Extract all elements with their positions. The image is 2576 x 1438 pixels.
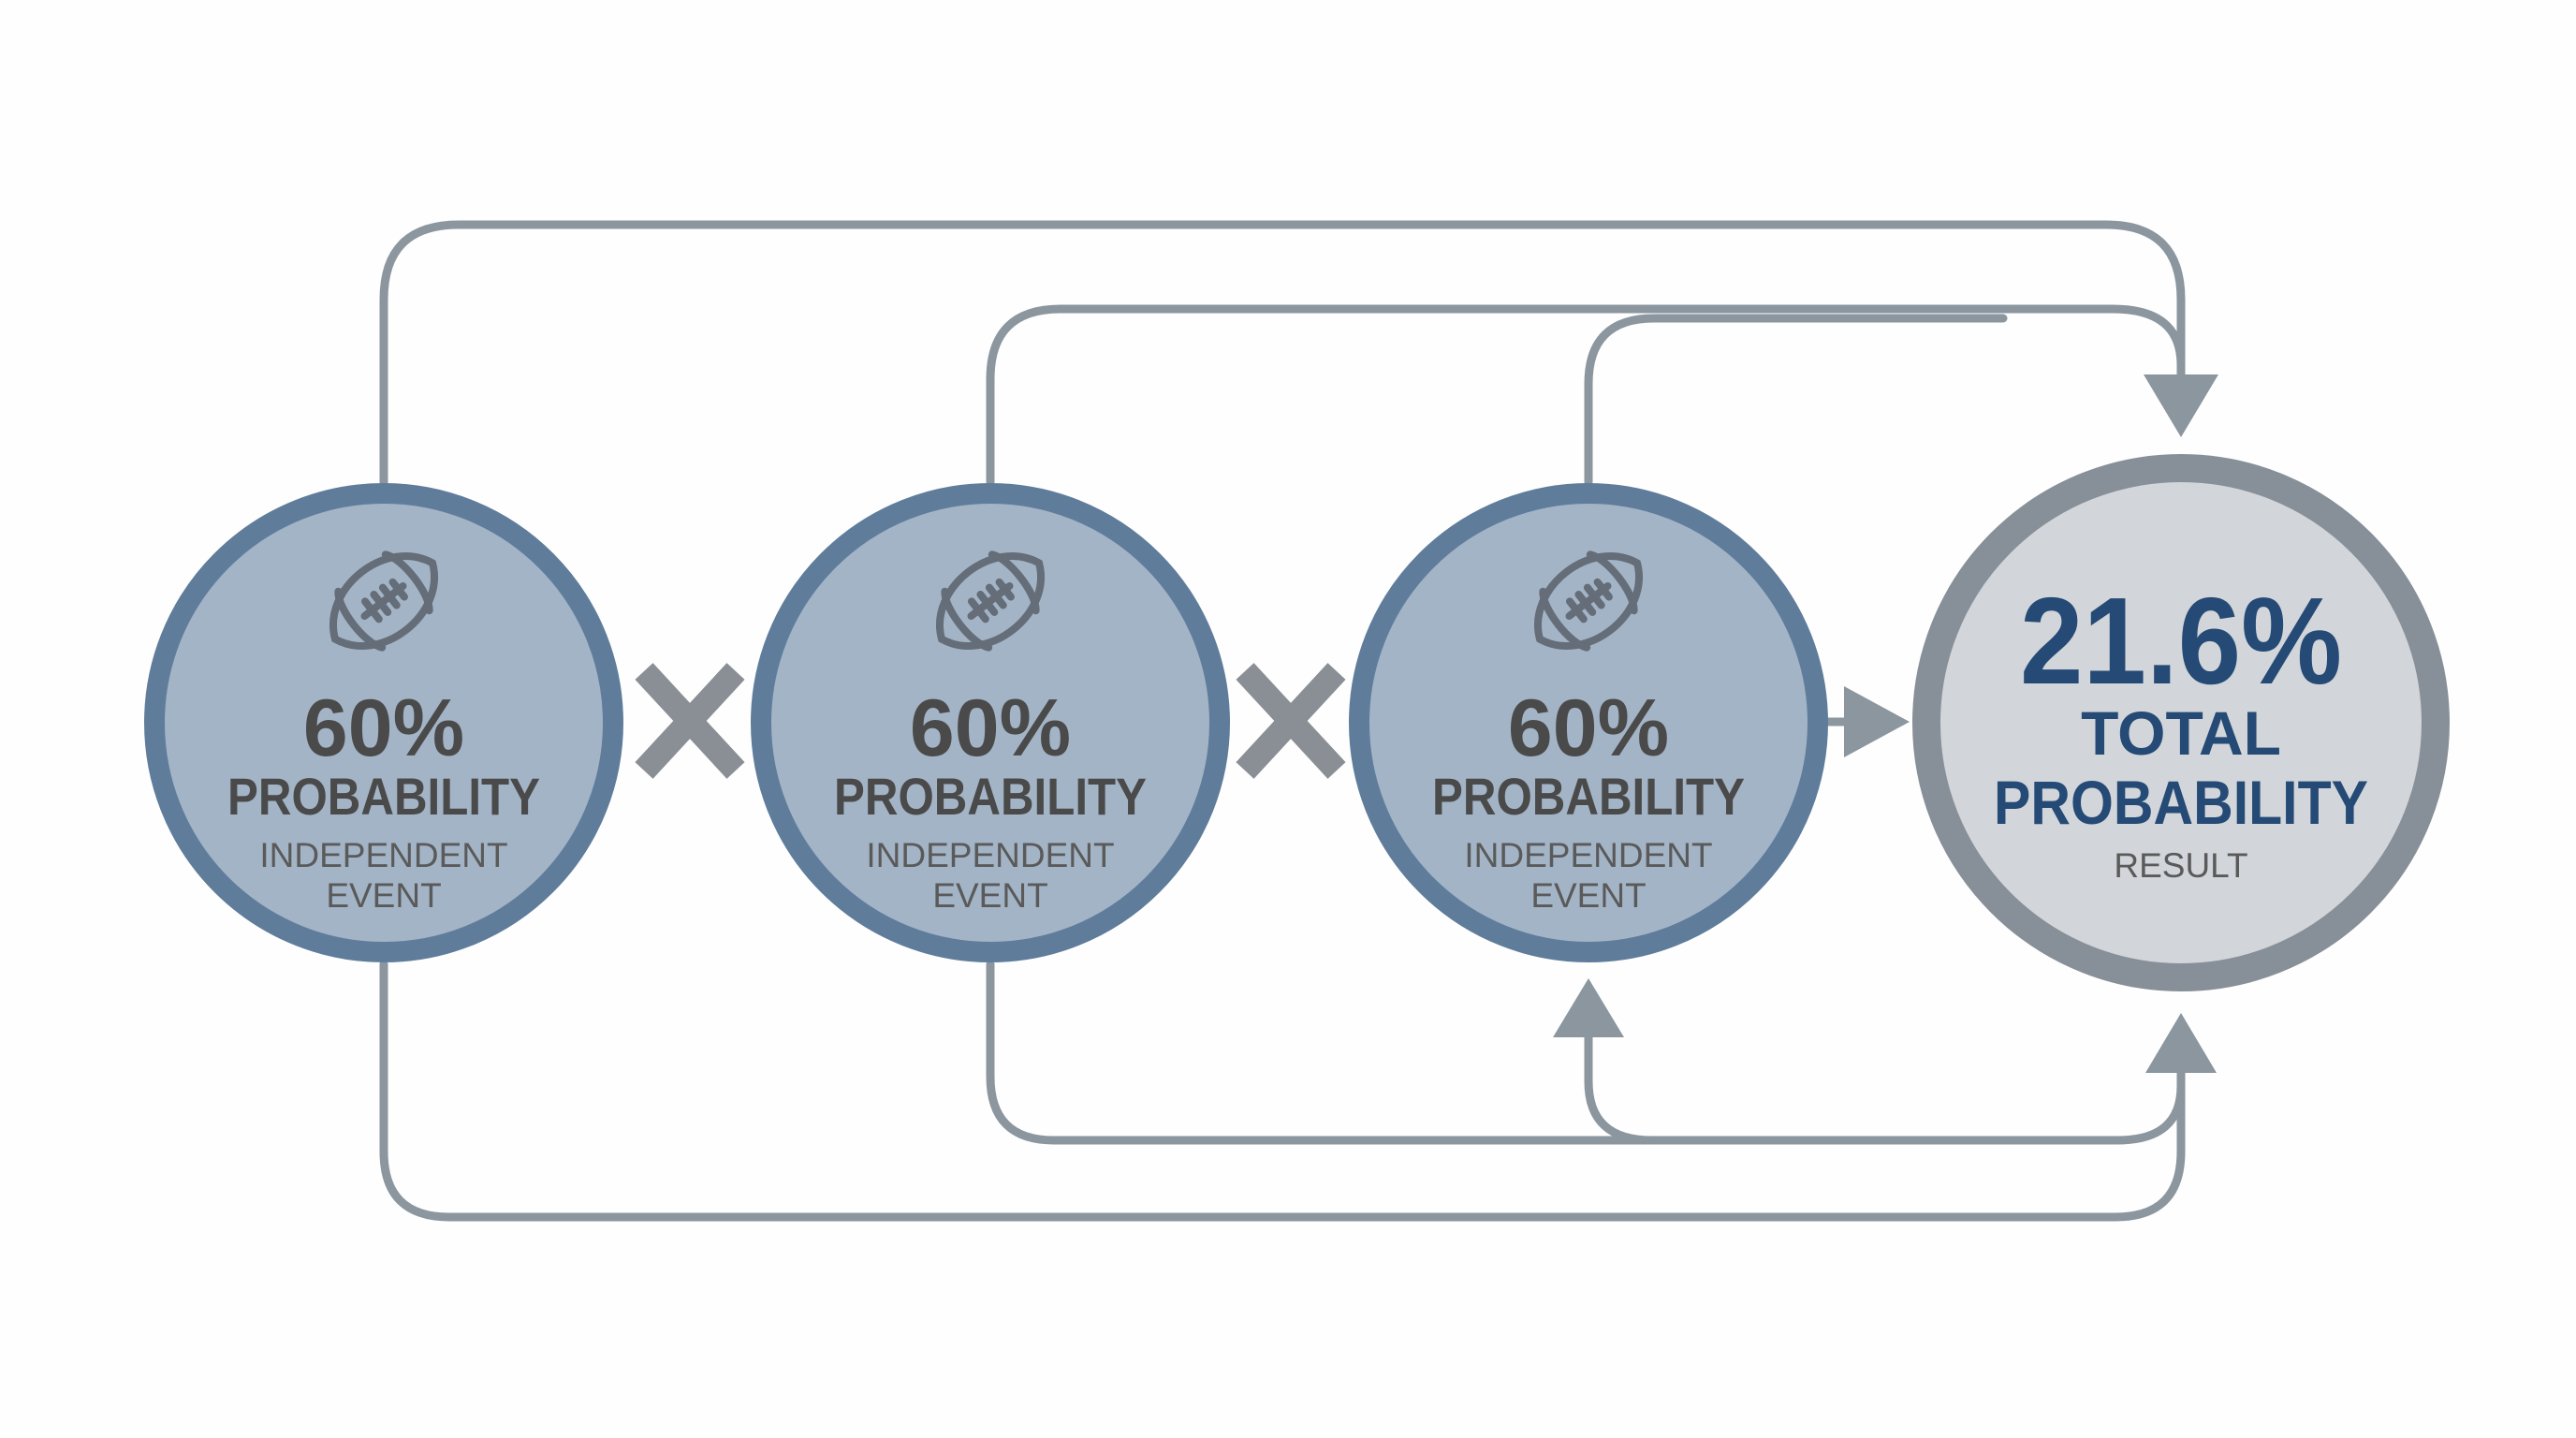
event-value: 60% <box>910 683 1071 773</box>
event-circle-2: 60% PROBABILITY INDEPENDENT EVENT <box>751 483 1230 962</box>
connector-top-outer <box>379 220 2186 487</box>
arrowheads <box>1553 374 2218 1073</box>
multiply-icon <box>1236 663 1346 779</box>
connector-bottom-inner <box>1584 1030 1657 1145</box>
event-sub-line1: INDEPENDENT <box>1464 836 1712 874</box>
event-circle-3: 60% PROBABILITY INDEPENDENT EVENT <box>1349 483 1828 962</box>
result-label-line2: PROBABILITY <box>1994 768 2368 837</box>
event-sub-line1: INDEPENDENT <box>259 836 507 874</box>
event-value: 60% <box>303 683 464 773</box>
multiply-icon <box>635 663 745 779</box>
event-label: PROBABILITY <box>1432 767 1745 826</box>
connectors <box>379 220 2186 1222</box>
result-value: 21.6% <box>2020 572 2342 710</box>
arrow-down-into-result <box>2144 374 2218 437</box>
event-sub-line2: EVENT <box>1530 876 1646 915</box>
event-sub-line2: EVENT <box>326 876 441 915</box>
event-sub-line2: EVENT <box>932 876 1047 915</box>
event-label: PROBABILITY <box>227 767 540 826</box>
result-sub: RESULT <box>2114 846 2247 885</box>
event-circle-1: 60% PROBABILITY INDEPENDENT EVENT <box>144 483 623 962</box>
connector-bottom-middle <box>986 960 2186 1145</box>
connector-bottom-outer <box>379 960 2186 1222</box>
event-label: PROBABILITY <box>834 767 1147 826</box>
result-circle: 21.6% TOTAL PROBABILITY RESULT <box>1912 454 2450 991</box>
event-value: 60% <box>1508 683 1669 773</box>
result-label-line1: TOTAL <box>2081 698 2281 768</box>
connector-top-inner <box>1584 314 2008 487</box>
arrow-up-into-event-3 <box>1553 978 1624 1037</box>
event-sub-line1: INDEPENDENT <box>866 836 1114 874</box>
arrow-up-into-result <box>2145 1013 2217 1073</box>
arrow-right-into-result <box>1844 686 1910 757</box>
connector-top-middle <box>986 304 2186 487</box>
